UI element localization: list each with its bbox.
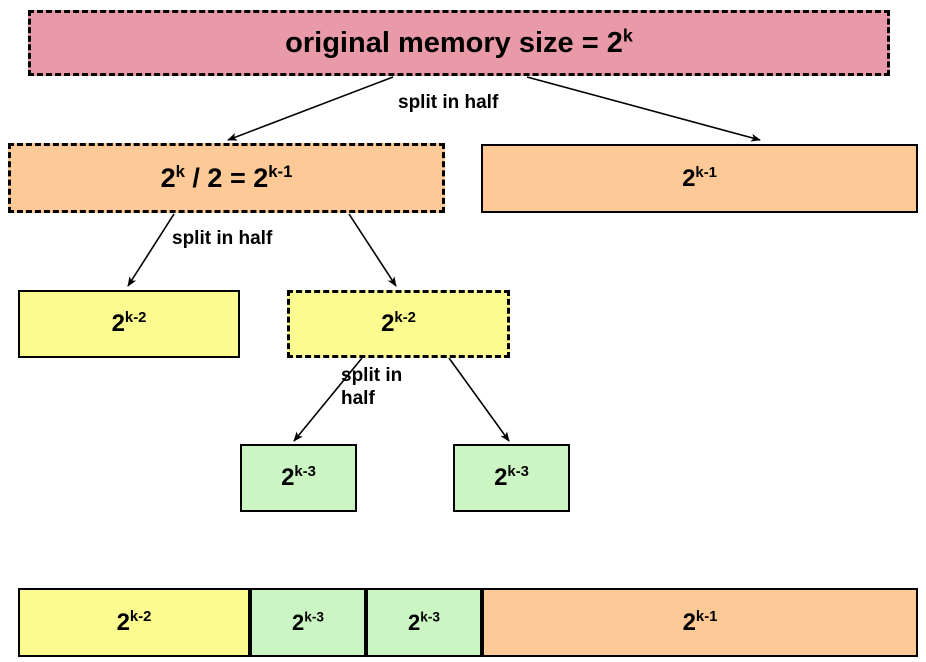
node-level1-left-label: 2k / 2 = 2k-1 <box>160 161 293 193</box>
node-root-memory[interactable]: original memory size = 2k <box>28 10 890 76</box>
memory-segment-2[interactable]: 2k-3 <box>366 588 482 657</box>
arrow-l2-to-l3-right <box>448 357 510 442</box>
arrow-root-to-left <box>227 76 394 141</box>
node-level3-right[interactable]: 2k-3 <box>453 444 570 512</box>
memory-layout-bar: 2k-2 2k-3 2k-3 2k-1 <box>18 588 918 657</box>
node-level3-left[interactable]: 2k-3 <box>240 444 357 512</box>
node-level1-left[interactable]: 2k / 2 = 2k-1 <box>8 143 445 213</box>
node-level2-right[interactable]: 2k-2 <box>287 290 510 358</box>
memory-segment-3-label: 2k-1 <box>682 608 718 636</box>
arrow-l1-to-l2-right <box>348 213 397 287</box>
memory-segment-3[interactable]: 2k-1 <box>482 588 918 657</box>
node-level2-left[interactable]: 2k-2 <box>18 290 240 358</box>
memory-segment-2-label: 2k-3 <box>408 609 440 635</box>
arrow-l2-to-l3-left <box>293 357 363 442</box>
memory-segment-1-label: 2k-3 <box>292 609 324 635</box>
node-root-label: original memory size = 2k <box>285 24 633 59</box>
arrow-l1-to-l2-left <box>127 213 175 287</box>
memory-segment-0[interactable]: 2k-2 <box>18 588 250 657</box>
node-level1-right-label: 2k-1 <box>682 164 717 192</box>
node-level2-right-label: 2k-2 <box>381 310 416 337</box>
edge-label-split-1: split in half <box>398 92 499 113</box>
edge-label-split-3: split in half <box>341 365 403 410</box>
edge-label-split-2: split in half <box>172 228 273 249</box>
node-level3-left-label: 2k-3 <box>281 464 316 491</box>
arrow-root-to-right <box>526 76 761 142</box>
node-level3-right-label: 2k-3 <box>494 464 529 491</box>
node-level1-right[interactable]: 2k-1 <box>481 144 918 213</box>
node-level2-left-label: 2k-2 <box>111 310 147 337</box>
memory-segment-1[interactable]: 2k-3 <box>250 588 366 657</box>
memory-segment-0-label: 2k-2 <box>116 608 152 636</box>
